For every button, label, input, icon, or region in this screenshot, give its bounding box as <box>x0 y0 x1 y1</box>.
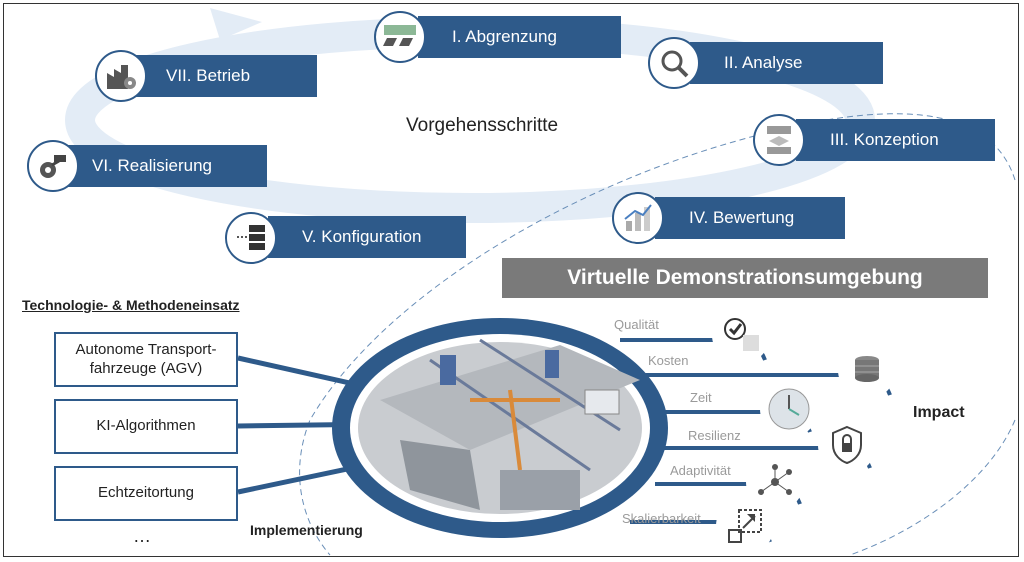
step-konfiguration: V. Konfiguration <box>268 216 466 258</box>
step-konzeption: III. Konzeption <box>796 119 995 161</box>
metric-label: Resilienz <box>688 428 741 443</box>
center-title: Vorgehensschritte <box>406 115 559 136</box>
scale-arrow-icon <box>716 497 774 555</box>
tech-title: Technologie- & Methodeneinsatz <box>22 297 240 313</box>
step-analyse: II. Analyse <box>690 42 883 84</box>
vde-dashed-boundary-right <box>849 419 1016 556</box>
step-bewertung: IV. Bewertung <box>655 197 845 239</box>
metric-label: Adaptivität <box>670 463 731 478</box>
coins-icon <box>838 341 896 399</box>
vde-banner: Virtuelle Demonstrationsumgebung <box>502 258 988 298</box>
factory-gear-icon <box>95 50 147 102</box>
shield-lock-icon <box>818 416 876 474</box>
factory-floor-details <box>380 338 640 510</box>
robot-arm-gear-icon <box>27 140 79 192</box>
step-abgrenzung: I. Abgrenzung <box>418 16 621 58</box>
server-network-icon <box>225 212 277 264</box>
step-label: VII. Betrieb <box>166 66 251 85</box>
flowchart-icon <box>753 114 805 166</box>
metric-label: Qualität <box>614 317 659 332</box>
step-label: II. Analyse <box>724 53 803 72</box>
step-label: I. Abgrenzung <box>452 27 557 46</box>
tech-box-rtls: Echtzeitortung <box>54 466 238 521</box>
boundary-icon <box>374 11 426 63</box>
magnifier-icon <box>648 37 700 89</box>
step-realisierung: VI. Realisierung <box>58 145 267 187</box>
impact-label: Impact <box>913 404 965 421</box>
step-label: III. Konzeption <box>830 130 939 149</box>
tech-box-ki: KI-Algorithmen <box>54 399 238 454</box>
tech-box-agv: Autonome Transport- fahrzeuge (AGV) <box>54 332 238 387</box>
metric-label: Skalierbarkeit <box>622 511 701 526</box>
clock-icon <box>760 380 818 438</box>
metric-label: Kosten <box>648 353 689 368</box>
cycle-arrowhead <box>210 8 262 40</box>
vde-dashed-boundary <box>299 113 1016 556</box>
step-betrieb: VII. Betrieb <box>132 55 317 97</box>
metric-label: Zeit <box>690 390 712 405</box>
bar-chart-icon <box>612 192 664 244</box>
checklist-icon <box>712 306 770 364</box>
frame-border <box>3 3 1019 557</box>
implementation-label: Implementierung <box>250 522 363 538</box>
step-label: V. Konfiguration <box>302 227 422 246</box>
step-label: VI. Realisierung <box>92 156 213 175</box>
tech-more: … <box>133 526 151 546</box>
step-label: IV. Bewertung <box>689 208 795 227</box>
